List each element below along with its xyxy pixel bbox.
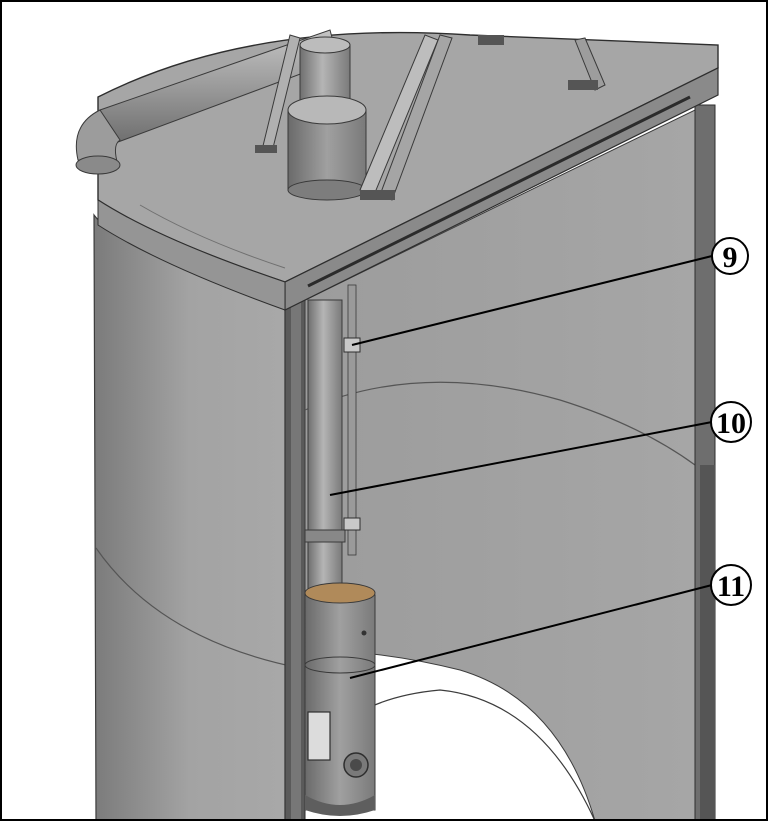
pump-housing [304, 594, 376, 811]
tank-lid-edge-left [97, 199, 286, 311]
strut-foot-2 [360, 190, 395, 200]
sensor-rod [347, 284, 357, 556]
callout-9-leader [351, 255, 713, 346]
callout-10-leader [329, 421, 713, 496]
callout-9: 9 [711, 237, 749, 275]
inner-wall-curve [304, 381, 696, 466]
lid-front-line [139, 204, 286, 269]
callout-10-circle [710, 401, 752, 443]
motor-top [299, 36, 351, 54]
callout-11-label: 11 [717, 570, 745, 603]
outer-wall-seam [95, 547, 301, 669]
motor-body-top [287, 95, 367, 125]
callout-11: 11 [710, 564, 752, 606]
sensor-clamp-lower [343, 517, 361, 531]
callout-11-circle [710, 564, 752, 606]
tank-outer-wall [93, 213, 286, 821]
inlet-elbow-end [75, 155, 121, 175]
riser-coupling [304, 529, 346, 543]
motor-body [287, 109, 367, 191]
wall-cut-edge-left-face [291, 300, 301, 821]
callout-11-leader [349, 584, 713, 679]
strut-foot-1 [255, 145, 277, 153]
strut-foot-4 [478, 35, 504, 45]
pump-outlet-window [307, 711, 331, 761]
pump-base [305, 795, 375, 816]
pump-inlet-port-inner [350, 759, 362, 771]
pump-bolt [361, 630, 367, 636]
callout-9-label: 9 [723, 241, 738, 274]
support-strut-far [574, 37, 606, 91]
pump-coupling-ring [304, 582, 376, 604]
riser-pipe [307, 299, 343, 541]
motor-body-bottom [287, 179, 367, 201]
callout-9-circle [711, 237, 749, 275]
callout-10: 10 [710, 401, 752, 443]
lid-groove [307, 95, 691, 288]
strut-foot-3 [568, 80, 598, 90]
callout-10-label: 10 [716, 407, 746, 440]
pump-seam [304, 656, 376, 674]
wall-cut-edge-right-shadow [700, 465, 715, 821]
motor-shaft-housing [299, 44, 351, 106]
